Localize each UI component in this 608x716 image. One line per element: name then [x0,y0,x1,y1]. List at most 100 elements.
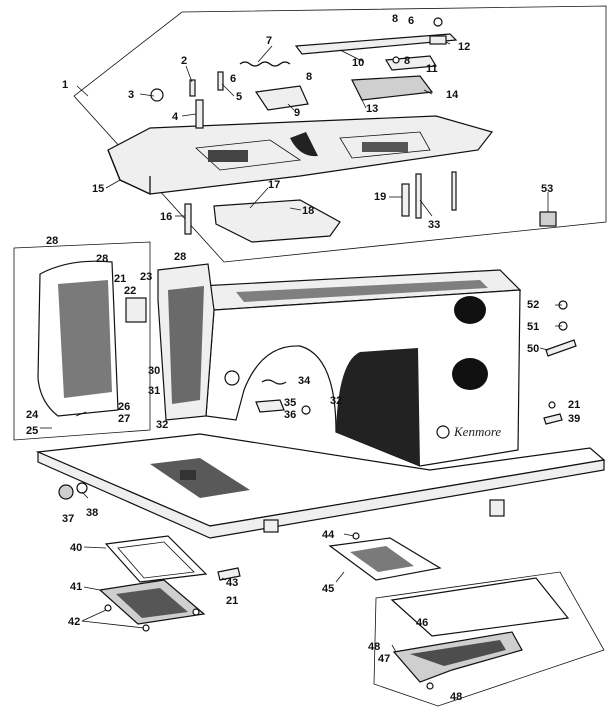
part-39-clip [543,413,563,425]
part-10-lever [294,33,458,55]
callout-38: 38 [86,507,98,519]
part-12-clip [429,35,447,45]
callout-30: 30 [148,365,160,377]
part-8-screw [392,56,400,64]
part-36-clip [255,399,285,413]
callout-21a: 21 [114,273,126,285]
part-32-screw [301,405,311,415]
callout-6b: 6 [408,15,414,27]
part-37-screw [58,484,74,500]
callout-24: 24 [26,409,39,421]
callout-18: 18 [302,205,314,217]
callout-40: 40 [70,542,82,554]
callout-48b: 48 [450,691,462,703]
callout-34: 34 [298,375,311,387]
part-21-screw-right [548,401,556,409]
arm-throat-shadow [336,348,420,466]
part-50-pin [545,339,577,357]
callout-25: 25 [26,425,38,437]
callout-14: 14 [446,89,459,101]
callout-52: 52 [527,299,539,311]
callout-31: 31 [148,385,160,397]
part-16-screw [184,203,192,235]
callout-28a: 28 [46,235,58,247]
callout-2: 2 [181,55,187,67]
callout-27: 27 [118,413,130,425]
bed-foot-2 [489,499,505,517]
arm-opening-top [454,296,486,324]
callout-11: 11 [426,63,438,75]
callout-35: 35 [284,397,296,409]
callout-39: 39 [568,413,580,425]
callout-6a: 6 [230,73,236,85]
machine-body-group: Kenmore [13,241,522,467]
part-2-screw [189,79,196,97]
callout-4: 4 [172,111,179,123]
bed-foot-1 [263,519,279,533]
bed-plate-edge [37,451,605,539]
callout-46: 46 [416,617,428,629]
face-subgroup-frame [13,241,151,441]
part-3-washer [150,88,164,102]
part-48-screw [426,682,434,690]
callout-48a: 48 [368,641,380,653]
top-plate-shadow [290,132,318,157]
callout-8a: 8 [306,71,312,83]
part-33-rod-a [415,173,422,219]
part-42-screw-a [104,604,112,612]
callout-9: 9 [294,107,300,119]
callout-26: 26 [118,401,130,413]
part-22-plate [125,297,147,323]
part-47-plate-detail [410,640,506,666]
callout-19: 19 [374,191,386,203]
part-5-screw [217,71,224,91]
part-6-screw [433,17,443,27]
callout-labels: 1 2 3 4 5 6 6 7 8 8 8 9 10 11 12 13 14 1… [26,13,580,703]
callout-7: 7 [266,35,272,47]
callout-21c: 21 [226,595,238,607]
part-34-spring [261,379,287,385]
callout-16: 16 [160,211,172,223]
callout-1: 1 [62,79,68,91]
top-plate-recess-2 [339,131,431,159]
callout-45: 45 [322,583,334,595]
callout-8b: 8 [404,55,410,67]
part-38-washer [76,482,88,494]
bottom-right-group [328,532,605,707]
callout-36: 36 [284,409,296,421]
leader-lines [40,41,562,653]
callout-5: 5 [236,91,242,103]
top-plate-grid-2 [362,142,408,152]
callout-33: 33 [428,219,440,231]
callout-28c: 28 [174,251,186,263]
callout-41: 41 [70,581,82,593]
callout-32a: 32 [156,419,168,431]
callout-17: 17 [268,179,280,191]
part-14-plate [351,75,434,101]
part-40-frame [104,535,208,583]
top-plate-recess [195,139,302,171]
callout-3: 3 [128,89,134,101]
part-53-bushing [539,211,557,227]
part-43-clip [217,567,241,581]
arm-hole-small [224,370,240,386]
callout-10: 10 [352,57,364,69]
bed-plate-group [35,211,606,539]
part-18-cover [213,199,341,243]
bottom-cover-group [98,535,241,632]
brand-text: Kenmore [453,424,501,439]
top-assembly-frame [73,5,607,263]
callout-44: 44 [322,529,335,541]
bed-plate-opening [150,458,250,498]
callout-47: 47 [378,653,390,665]
top-assembly-group [73,5,607,263]
callout-13: 13 [366,103,378,115]
callout-12: 12 [458,41,470,53]
callout-32b: 32 [330,395,342,407]
part-15-tray [107,149,151,196]
callout-21b: 21 [568,399,580,411]
brand-emblem [436,425,450,439]
arm-top-texture [236,280,488,302]
top-plate-grid [208,150,248,162]
